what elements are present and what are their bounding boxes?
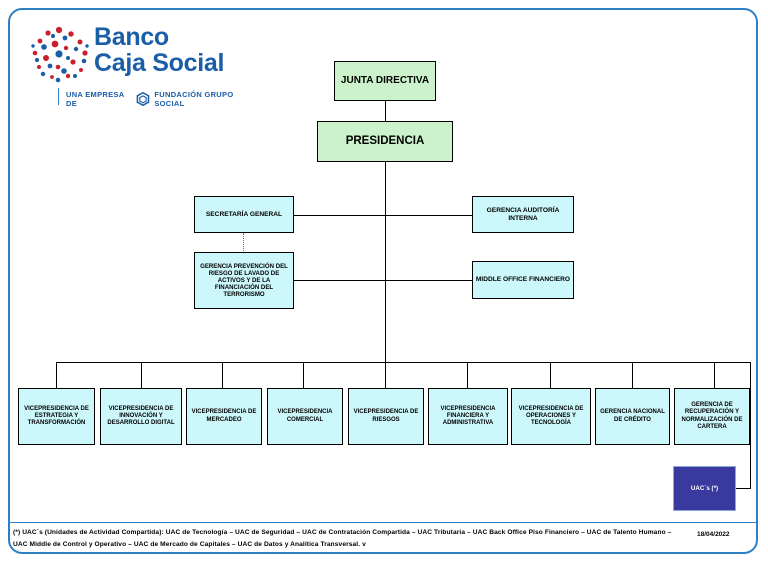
footer-divider xyxy=(10,522,758,523)
node-secretaria-general[interactable]: SECRETARÍA GENERAL xyxy=(194,196,294,233)
node-uacs-label: UAC´s (*) xyxy=(690,484,719,492)
node-junta-directiva-label: JUNTA DIRECTIVA xyxy=(340,75,430,87)
edge-sarlaft-trunk xyxy=(294,280,386,282)
footer-note: (*) UAC´s (Unidades de Actividad Compart… xyxy=(13,529,672,548)
logo-wordmark: Banco Caja Social xyxy=(94,24,224,76)
drop-vp6 xyxy=(467,362,469,388)
node-gerencia-prevencion-riesgo-lavado-label: GERENCIA PREVENCIÓN DEL RIESGO DE LAVADO… xyxy=(200,262,288,299)
drop-vp1 xyxy=(56,362,58,388)
node-vicepresidencia-riesgos[interactable]: VICEPRESIDENCIA DE RIESGOS xyxy=(348,388,424,445)
node-vicepresidencia-financiera-administrativa[interactable]: VICEPRESIDENCIA FINANCIERA Y ADMINISTRAT… xyxy=(428,388,508,445)
logo-line-2: Caja Social xyxy=(94,49,225,77)
node-gerencia-nacional-credito[interactable]: GERENCIA NACIONAL DE CRÉDITO xyxy=(595,388,670,445)
tagline-prefix: UNA EMPRESA DE xyxy=(66,90,125,108)
distribution-bar xyxy=(56,362,750,364)
node-vicepresidencia-mercadeo[interactable]: VICEPRESIDENCIA DE MERCADEO xyxy=(186,388,262,445)
node-vicepresidencia-estrategia-transformacion-label: VICEPRESIDENCIA DE ESTRATEGIA Y TRANSFOR… xyxy=(24,405,89,427)
node-junta-directiva[interactable]: JUNTA DIRECTIVA xyxy=(334,61,436,101)
tagline-suffix: FUNDACIÓN GRUPO SOCIAL xyxy=(154,90,234,108)
node-secretaria-general-label: SECRETARÍA GENERAL xyxy=(205,210,283,218)
drop-ger1 xyxy=(632,362,634,388)
node-gerencia-nacional-credito-label: GERENCIA NACIONAL DE CRÉDITO xyxy=(600,409,665,423)
node-gerencia-recuperacion-normalizacion-cartera[interactable]: GERENCIA DE RECUPERACIÓN Y NORMALIZACIÓN… xyxy=(674,388,750,445)
node-middle-office-financiero-label: MIDDLE OFFICE FINANCIERO xyxy=(475,276,571,284)
drop-vp4 xyxy=(303,362,305,388)
edge-trunk-middleoffice xyxy=(385,280,472,282)
hexagon-icon xyxy=(137,92,150,106)
node-vicepresidencia-operaciones-tecnologia-label: VICEPRESIDENCIA DE OPERACIONES Y TECNOLO… xyxy=(518,405,584,427)
node-vicepresidencia-operaciones-tecnologia[interactable]: VICEPRESIDENCIA DE OPERACIONES Y TECNOLO… xyxy=(511,388,591,445)
node-gerencia-auditoria-interna[interactable]: GERENCIA AUDITORÍA INTERNA xyxy=(472,196,574,233)
node-gerencia-prevencion-riesgo-lavado[interactable]: GERENCIA PREVENCIÓN DEL RIESGO DE LAVADO… xyxy=(194,252,294,309)
node-vicepresidencia-comercial[interactable]: VICEPRESIDENCIA COMERCIAL xyxy=(267,388,343,445)
drop-vp5 xyxy=(385,362,387,388)
logo-tagline: UNA EMPRESA DE FUNDACIÓN GRUPO SOCIAL xyxy=(66,90,258,108)
banco-caja-social-logo: Banco Caja Social UNA EMPRESA DE FUNDACI… xyxy=(28,24,258,110)
edge-secretaria-sarlaft-dotted xyxy=(243,233,244,253)
drop-vp2 xyxy=(141,362,143,388)
node-uacs[interactable]: UAC´s (*) xyxy=(673,466,736,511)
edge-trunk-uacs-vertical xyxy=(750,362,752,488)
node-gerencia-auditoria-interna-label: GERENCIA AUDITORÍA INTERNA xyxy=(486,206,560,222)
drop-ger2 xyxy=(714,362,716,388)
node-presidencia-label: PRESIDENCIA xyxy=(345,134,425,147)
edge-presidencia-trunk xyxy=(385,161,387,362)
node-gerencia-recuperacion-normalizacion-cartera-label: GERENCIA DE RECUPERACIÓN Y NORMALIZACIÓN… xyxy=(681,402,743,430)
logo-line-1: Banco xyxy=(94,23,169,51)
node-middle-office-financiero[interactable]: MIDDLE OFFICE FINANCIERO xyxy=(472,261,574,299)
edge-secretaria-trunk xyxy=(294,215,386,217)
node-vicepresidencia-innovacion-digital[interactable]: VICEPRESIDENCIA DE INNOVACIÓN Y DESARROL… xyxy=(100,388,182,445)
logo-burst-icon xyxy=(31,26,89,83)
node-vicepresidencia-innovacion-digital-label: VICEPRESIDENCIA DE INNOVACIÓN Y DESARROL… xyxy=(107,405,175,427)
edge-trunk-uacs-horizontal xyxy=(736,488,751,490)
node-vicepresidencia-mercadeo-label: VICEPRESIDENCIA DE MERCADEO xyxy=(191,409,257,423)
edge-junta-presidencia xyxy=(385,100,387,122)
node-vicepresidencia-financiera-administrativa-label: VICEPRESIDENCIA FINANCIERA Y ADMINISTRAT… xyxy=(440,405,496,427)
node-vicepresidencia-comercial-label: VICEPRESIDENCIA COMERCIAL xyxy=(277,409,333,423)
drop-vp7 xyxy=(550,362,552,388)
edge-trunk-auditoria xyxy=(385,215,472,217)
node-presidencia[interactable]: PRESIDENCIA xyxy=(317,121,453,162)
node-vicepresidencia-estrategia-transformacion[interactable]: VICEPRESIDENCIA DE ESTRATEGIA Y TRANSFOR… xyxy=(18,388,95,445)
node-vicepresidencia-riesgos-label: VICEPRESIDENCIA DE RIESGOS xyxy=(353,409,419,423)
drop-vp3 xyxy=(222,362,224,388)
footer-date: 18/04/2022 xyxy=(697,531,730,538)
logo-divider xyxy=(58,88,59,105)
